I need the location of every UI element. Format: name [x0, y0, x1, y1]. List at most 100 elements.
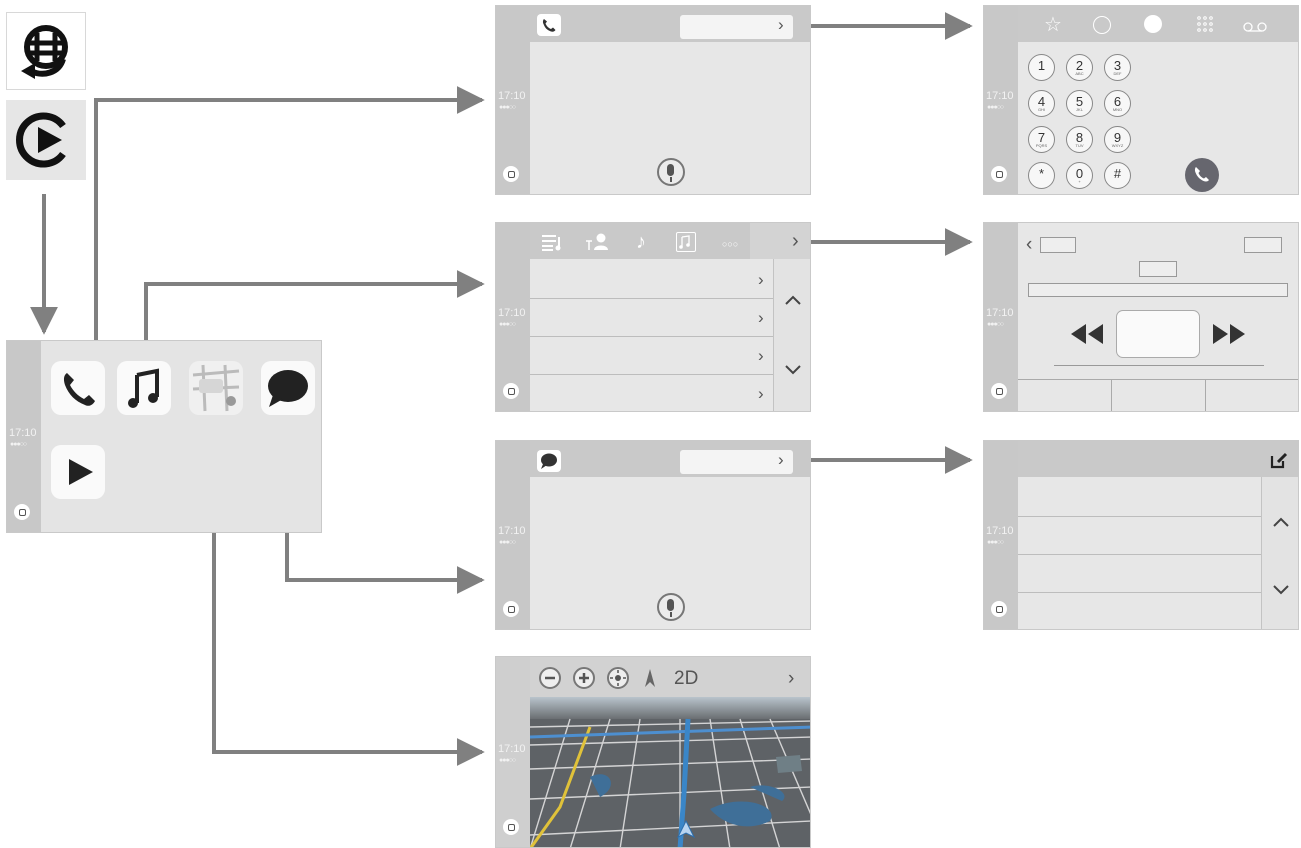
- microphone-icon[interactable]: [657, 158, 685, 186]
- maps-app-icon[interactable]: [189, 361, 243, 415]
- home-button[interactable]: [503, 819, 519, 835]
- status-sidebar: 17:10 ●●●○○: [496, 657, 530, 847]
- list-item[interactable]: [1018, 517, 1262, 554]
- dialpad-key-letters: WXYZ: [1111, 143, 1124, 148]
- phone-app-icon[interactable]: [51, 361, 105, 415]
- dialpad-key-letters: DEF: [1113, 71, 1122, 76]
- bottom-button[interactable]: [1206, 380, 1298, 411]
- scroll-up-icon[interactable]: [1272, 515, 1290, 527]
- list-item[interactable]: [1018, 478, 1262, 516]
- messages-app-icon[interactable]: [261, 361, 315, 415]
- home-button[interactable]: [991, 166, 1007, 182]
- artists-icon[interactable]: [584, 233, 610, 251]
- clock: 17:10: [498, 90, 526, 102]
- chevron-right-icon[interactable]: ›: [792, 230, 799, 252]
- volume-line: [1054, 365, 1264, 366]
- music-screen: 17:10 ●●●○○ › ♪ ○○○ › › › ›: [495, 222, 811, 412]
- contact-selector[interactable]: [680, 450, 793, 474]
- recents-clock-icon[interactable]: [1093, 16, 1111, 34]
- zoom-out-icon[interactable]: [539, 667, 561, 689]
- list-item[interactable]: [1018, 593, 1262, 629]
- scroll-column: [1261, 477, 1298, 629]
- list-item[interactable]: [530, 375, 774, 411]
- home-button[interactable]: [503, 383, 519, 399]
- list-item[interactable]: [530, 337, 774, 374]
- list-divider: [530, 336, 774, 337]
- map-view[interactable]: [530, 697, 811, 848]
- dialpad-key-digit: 7: [1037, 130, 1046, 145]
- compose-icon[interactable]: [1270, 451, 1288, 469]
- back-chevron-icon[interactable]: ‹: [1026, 234, 1033, 255]
- contact-selector[interactable]: [680, 15, 793, 39]
- progress-bar[interactable]: [1028, 283, 1288, 297]
- call-button[interactable]: [1185, 158, 1219, 192]
- songs-note-icon[interactable]: ♪: [636, 231, 646, 253]
- signal-indicator: ●●●○○: [499, 104, 516, 111]
- video-app-icon[interactable]: [51, 445, 105, 499]
- list-divider: [1018, 592, 1262, 593]
- clock: 17:10: [498, 743, 526, 755]
- chevron-right-icon[interactable]: ›: [788, 668, 795, 689]
- clock: 17:10: [498, 307, 526, 319]
- status-sidebar: 17:10 ●●●○○: [496, 223, 530, 411]
- back-label-box[interactable]: [1040, 237, 1076, 253]
- compass-icon[interactable]: [644, 667, 656, 689]
- chevron-right-icon[interactable]: ›: [778, 450, 784, 469]
- scroll-up-icon[interactable]: [784, 293, 802, 305]
- dialpad-key[interactable]: 1: [1028, 54, 1055, 81]
- albums-icon[interactable]: [676, 232, 696, 252]
- keypad-grid-icon[interactable]: [1197, 16, 1213, 32]
- recenter-icon[interactable]: [607, 667, 629, 689]
- dialpad-key[interactable]: #: [1104, 162, 1131, 189]
- play-pause-button[interactable]: [1116, 310, 1200, 358]
- contacts-icon[interactable]: [1144, 15, 1162, 33]
- clock: 17:10: [986, 90, 1014, 102]
- home-button[interactable]: [991, 601, 1007, 617]
- home-button[interactable]: [991, 383, 1007, 399]
- favorites-star-icon[interactable]: ☆: [1044, 14, 1062, 36]
- bottom-button[interactable]: [1018, 380, 1112, 411]
- dialpad-key-letters: GHI: [1037, 107, 1046, 112]
- scroll-down-icon[interactable]: [784, 363, 802, 375]
- playlist-icon[interactable]: [541, 233, 565, 251]
- dialpad-key-letters: PQRS: [1035, 143, 1048, 148]
- dialpad-key[interactable]: *: [1028, 162, 1055, 189]
- top-right-box[interactable]: [1244, 237, 1282, 253]
- arrow-phone-to-phone-screen: [94, 86, 485, 354]
- chevron-right-icon[interactable]: ›: [778, 15, 784, 34]
- now-playing-screen: 17:10 ●●●○○ ‹: [983, 222, 1299, 412]
- fast-forward-icon[interactable]: [1212, 323, 1246, 345]
- signal-indicator: ●●●○○: [987, 321, 1004, 328]
- list-item[interactable]: [1018, 555, 1262, 592]
- home-screen: 17:10 ●●●○○: [6, 340, 322, 533]
- dialpad-key-letters: +: [1078, 179, 1081, 184]
- list-item[interactable]: [530, 299, 774, 336]
- scroll-down-icon[interactable]: [1272, 583, 1290, 595]
- music-app-icon[interactable]: [117, 361, 171, 415]
- view-mode-toggle[interactable]: 2D: [674, 668, 699, 689]
- list-divider: [1018, 554, 1262, 555]
- home-button[interactable]: [503, 166, 519, 182]
- list-item[interactable]: [530, 260, 774, 298]
- zoom-in-icon[interactable]: [573, 667, 595, 689]
- dialpad-key-digit: 5: [1075, 94, 1084, 109]
- rewind-icon[interactable]: [1070, 323, 1104, 345]
- bottom-button[interactable]: [1112, 380, 1206, 411]
- voicemail-icon[interactable]: [1243, 19, 1267, 32]
- dialpad-key[interactable]: 0+: [1066, 162, 1093, 189]
- home-button[interactable]: [503, 601, 519, 617]
- more-icon[interactable]: ○○○: [722, 239, 739, 249]
- now-playing-tab[interactable]: [750, 223, 810, 259]
- clock: 17:10: [9, 427, 37, 439]
- microphone-icon[interactable]: [657, 593, 685, 621]
- home-button[interactable]: [14, 504, 30, 520]
